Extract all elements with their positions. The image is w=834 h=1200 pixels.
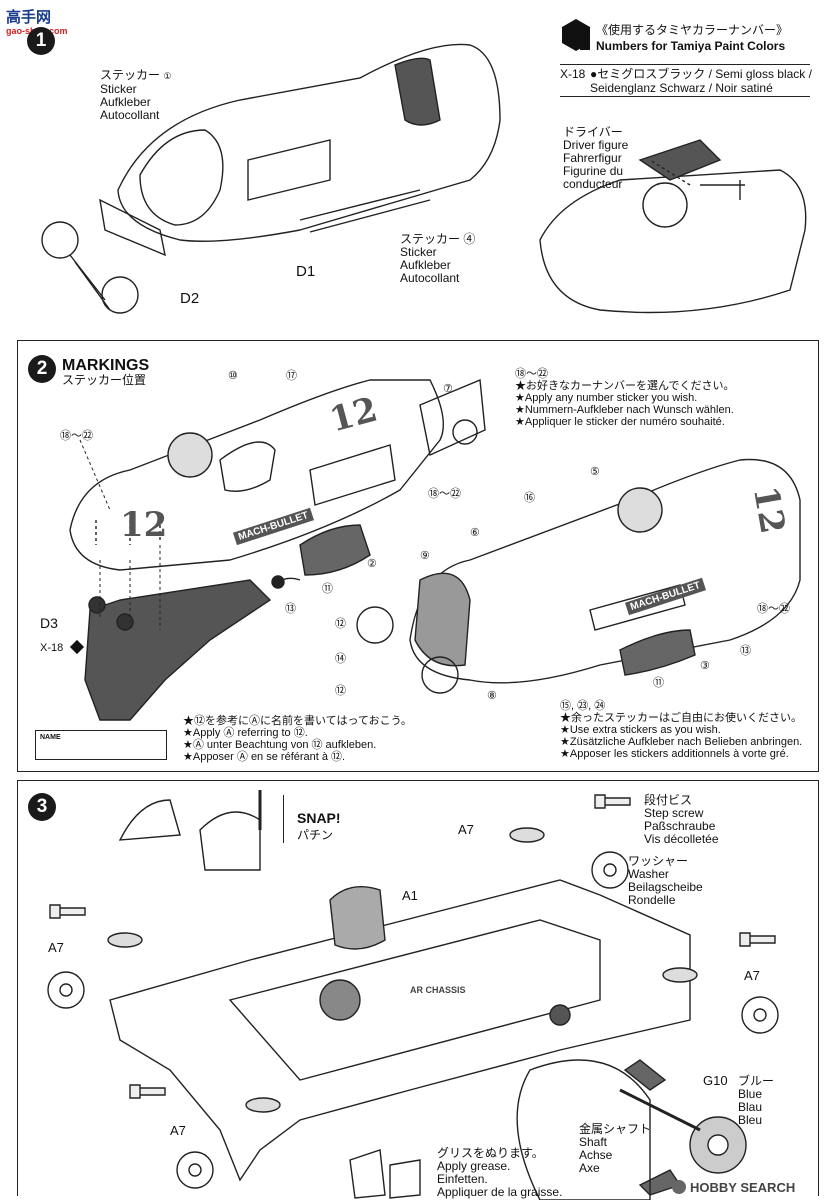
paint-title-jp: 《使用するタミヤカラーナンバー》 [596, 23, 789, 37]
part-g10: G10 [703, 1073, 728, 1088]
step-3-badge: 3 [28, 793, 56, 821]
sticker4-line-jp: ステッカー [400, 232, 461, 246]
callout-18-22-right: ⑱～㉒ [757, 603, 790, 615]
sticker1-num: ① [163, 71, 172, 81]
callout-12-bottom: ⑫ [335, 685, 346, 697]
sticker4-line-de: Aufkleber [400, 258, 451, 272]
callout-11-left: ⑪ [322, 583, 333, 595]
step-screw-label: 段付ビス Step screw Paßschraube Vis décollet… [644, 793, 719, 846]
decal-number-left: 12 [120, 505, 168, 545]
driver-figure-label: ドライバー Driver figure Fahrerfigur Figurine… [563, 125, 629, 191]
sticker4-label: ステッカー ④ Sticker Aufkleber Autocollant [400, 233, 475, 285]
site-logo: 高手网 [6, 9, 52, 26]
part-a7-bottom: A7 [170, 1123, 186, 1138]
blue-color-label: ブルー Blue Blau Bleu [738, 1074, 775, 1127]
paint-line-2: Seidenglanz Schwarz / Noir satiné [590, 81, 773, 95]
callout-16: ⑯ [524, 492, 535, 504]
callout-13-left: ⑬ [285, 603, 296, 615]
callout-9: ⑨ [420, 550, 430, 562]
step-3-panel [17, 780, 819, 1196]
grease-note: グリスをぬります。 Apply grease. Einfetten. Appli… [437, 1146, 563, 1199]
sticker4-num: ④ [463, 232, 476, 246]
sticker1-line-de: Aufkleber [100, 95, 151, 109]
apply-a-note: ★⑫を参考にⒶに名前を書いてはっておこう。 ★Apply Ⓐ referring… [183, 715, 412, 763]
snap-label: SNAP! [297, 810, 341, 826]
callout-18-22-mid: ⑱～㉒ [428, 488, 461, 500]
part-d2: D2 [180, 290, 200, 307]
paint-brush-icon [562, 18, 592, 52]
callout-10: ⑩ [228, 370, 238, 382]
sticker4-line-fr: Autocollant [400, 271, 460, 285]
step-2-panel [17, 340, 819, 772]
washer-label: ワッシャー Washer Beilagscheibe Rondelle [628, 854, 703, 907]
sticker1-label: ステッカー ① Sticker Aufkleber Autocollant [100, 69, 171, 122]
part-d1: D1 [296, 263, 316, 280]
hobbysearch-logo-icon [672, 1180, 686, 1194]
callout-13-right: ⑬ [740, 645, 751, 657]
chassis-logo: AR CHASSIS [410, 985, 466, 995]
hobbysearch-watermark: HOBBY SEARCH [690, 1180, 796, 1195]
sticker1-line-fr: Autocollant [100, 108, 160, 122]
snap-label-jp: パチン [297, 828, 334, 842]
decal-number-right: 12 [744, 483, 793, 537]
paint-line-1: ●セミグロスブラック / Semi gloss black / [590, 67, 812, 81]
snap-divider [283, 795, 285, 843]
sticker1-line-jp: ステッカー [100, 68, 161, 82]
step-2-title: MARKINGS [62, 357, 150, 374]
number-pick-note: ⑱～㉒ ★お好きなカーナンバーを選んでください。 ★Apply any numb… [515, 368, 735, 428]
callout-17: ⑰ [286, 370, 297, 382]
paint-title-en: Numbers for Tamiya Paint Colors [596, 39, 786, 53]
callout-18-22-left: ⑱～㉒ [60, 430, 93, 442]
callout-11-right: ⑪ [653, 677, 664, 689]
step-2-badge: 2 [28, 355, 56, 383]
paint-code-d3: X-18 [40, 642, 64, 654]
paint-code: X-18 [560, 67, 586, 81]
paint-divider [560, 64, 810, 65]
step-2-subtitle: ステッカー位置 [62, 373, 147, 387]
step-1-badge: 1 [27, 27, 55, 55]
callout-3: ③ [700, 660, 710, 672]
paint-divider-bottom [560, 96, 810, 97]
callout-14: ⑭ [335, 653, 346, 665]
callout-2: ② [367, 558, 377, 570]
shaft-label: 金属シャフト Shaft Achse Axe [579, 1122, 652, 1175]
extra-stickers-note: ⑮, ㉓, ㉔ ★余ったステッカーはご自由にお使いください。 ★Use extr… [560, 700, 803, 760]
part-a7-top: A7 [458, 822, 474, 837]
callout-5: ⑤ [590, 466, 600, 478]
callout-6: ⑥ [470, 527, 480, 539]
part-a7-left: A7 [48, 940, 64, 955]
name-box-label: NAME [40, 734, 61, 741]
part-a1: A1 [402, 888, 418, 903]
sticker1-line-en: Sticker [100, 82, 137, 96]
part-d3: D3 [40, 615, 58, 631]
sticker4-line-en: Sticker [400, 245, 437, 259]
part-a7-right: A7 [744, 968, 760, 983]
callout-8: ⑧ [487, 690, 497, 702]
callout-7: ⑦ [443, 383, 453, 395]
name-box: NAME [35, 730, 167, 760]
callout-12-top: ⑫ [335, 618, 346, 630]
